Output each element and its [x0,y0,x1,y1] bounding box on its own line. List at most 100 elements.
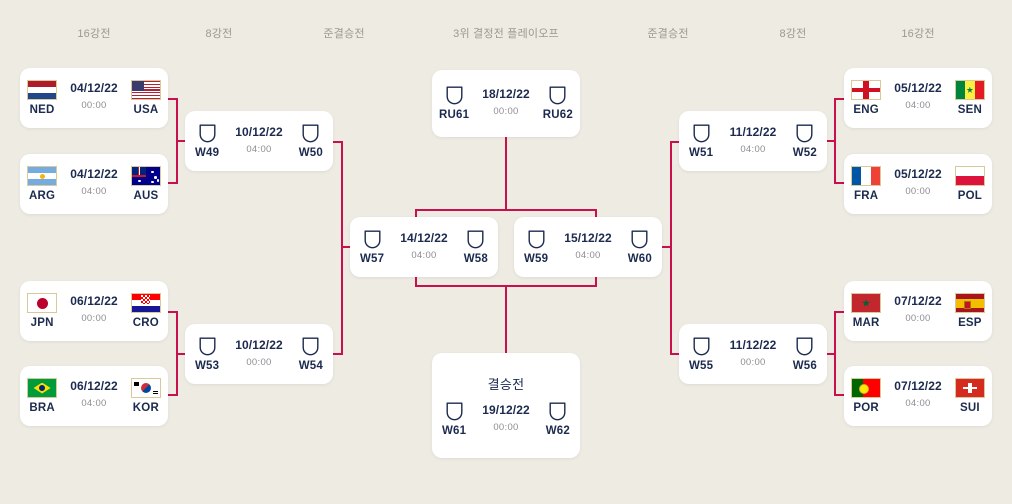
team-code-home: W55 [688,359,714,372]
match-date: 11/12/22 [729,124,777,139]
bracket-connector-24 [505,137,507,211]
match-time: 04:00 [905,100,931,111]
shield-placeholder-icon [467,230,484,248]
shield-placeholder-icon [446,402,463,421]
team-code-home: W51 [688,146,714,159]
column-header-2: 준결승전 [323,28,365,40]
team-code-away: ESP [958,317,982,329]
team-home-r16-2: ARG [20,166,64,202]
team-code-away: SUI [959,402,980,414]
column-header-6: 16강전 [901,28,935,40]
bracket-connector-7 [176,353,187,355]
team-code-home: W59 [523,252,549,265]
team-code-home: W53 [194,359,220,372]
match-time: 04:00 [411,249,437,261]
shield-placeholder-icon [796,337,813,355]
team-code-home: ARG [29,190,56,202]
team-away-r16-3: CRO [124,293,168,329]
shield-placeholder-icon [549,86,566,105]
team-code-away: SEN [957,104,982,116]
bracket-connector-25 [415,209,597,211]
team-away-final: W62 [536,402,580,437]
bracket-connector-27 [595,209,597,219]
team-code-home: MAR [852,317,880,329]
team-code-away: W50 [298,146,323,159]
flag-pol-icon [954,166,985,186]
team-home-r16-5: ENG [844,80,888,116]
bracket-connector-14 [834,182,844,184]
team-code-home: W61 [441,425,467,437]
flag-sen-icon [954,80,985,100]
flag-por-icon [851,378,882,398]
bracket-connector-22 [670,353,680,355]
match-card-r16-5[interactable]: ENG 05/12/22 04:00 SEN [844,68,992,128]
team-home-r16-3: JPN [20,293,64,329]
team-code-away: W56 [792,359,817,372]
team-away-r16-2: AUS [124,166,168,202]
bracket-connector-18 [834,394,844,396]
column-header-4: 준결승전 [647,28,689,40]
match-time: 00:00 [905,313,931,324]
bracket-connector-5 [168,311,178,313]
match-date: 11/12/22 [729,337,777,352]
flag-mar-icon [851,293,882,313]
match-time: 00:00 [81,100,107,111]
match-time: 00:00 [493,422,519,433]
bracket-connector-20 [670,141,672,354]
shield-placeholder-icon [631,230,648,248]
bracket-connector-23 [660,246,671,248]
bracket-connector-6 [168,394,178,396]
team-code-away: RU62 [542,109,573,121]
match-date: 05/12/22 [894,81,942,95]
bracket-connector-10 [333,353,343,355]
shield-placeholder-icon [199,337,216,355]
flag-aus-icon [130,166,161,186]
team-home-sf-2: W59 [514,230,558,265]
bracket-connector-31 [505,285,507,355]
flag-eng-icon [851,80,882,100]
match-time: 00:00 [246,356,272,368]
team-away-sf-2: W60 [618,230,662,265]
flag-fra-icon [851,166,882,186]
team-code-away: W52 [792,146,817,159]
flag-sui-icon [954,378,985,398]
bracket-connector-17 [834,311,844,313]
match-date: 18/12/22 [482,87,530,101]
flag-kor-icon [130,378,161,398]
bracket-connector-26 [415,209,417,219]
match-date: 04/12/22 [70,167,118,181]
